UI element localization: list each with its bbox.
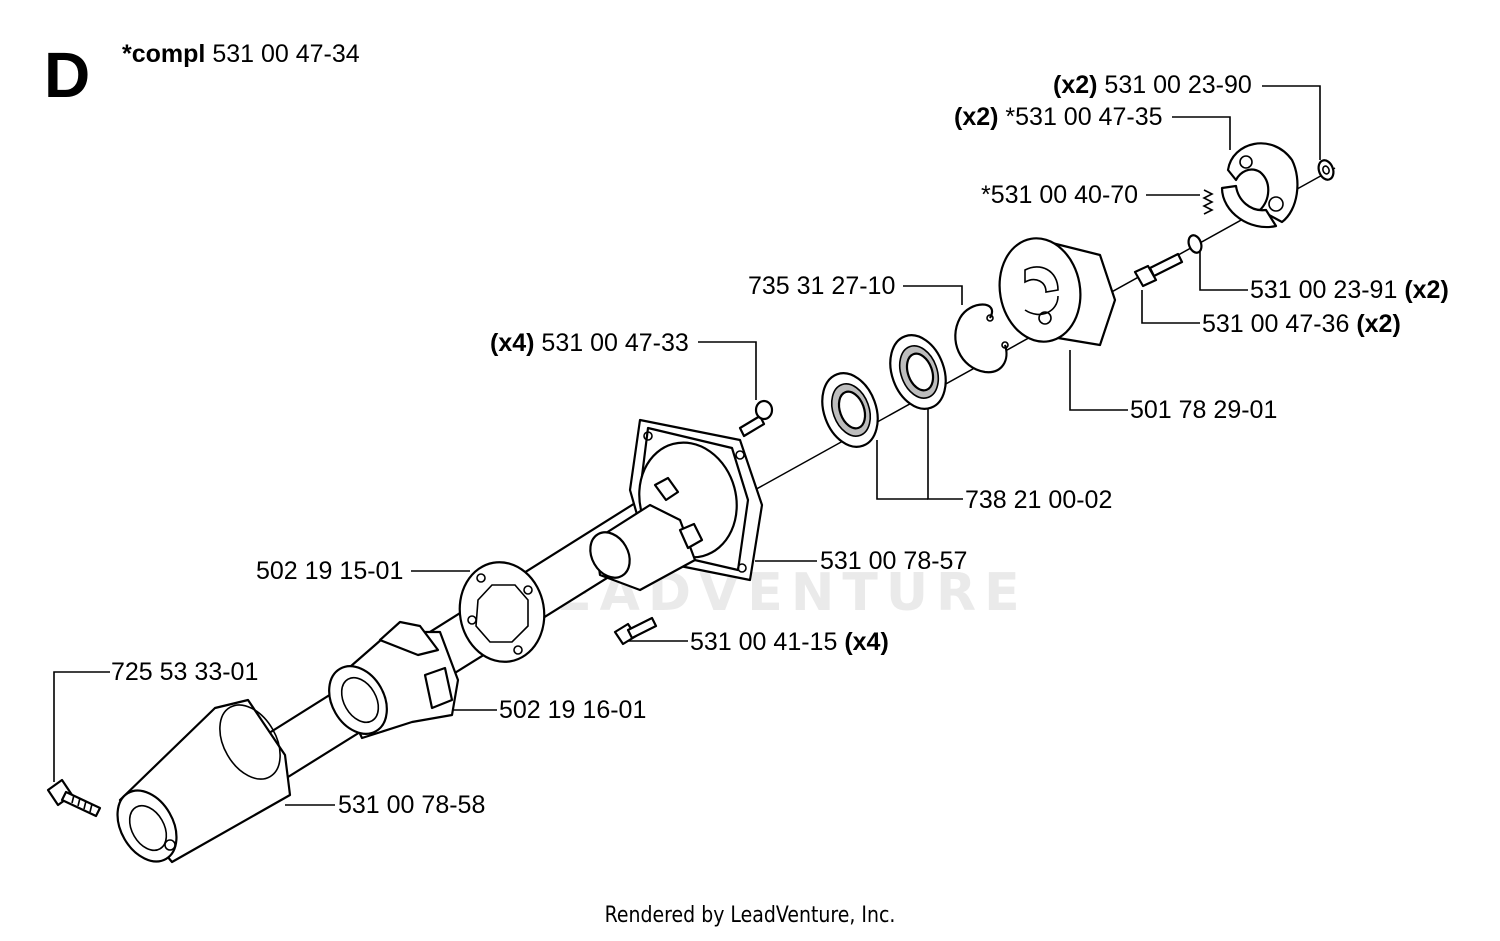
part-label-p8[interactable]: 501 78 29-01 [1130, 396, 1277, 424]
ball-bearing-1 [821, 372, 879, 448]
leader-p6 [1141, 290, 1200, 324]
leader-p4 [903, 285, 963, 305]
ball-bearing-2 [889, 334, 947, 410]
part-qty: (x2) [1356, 310, 1401, 338]
part-label-p2[interactable]: (x2) *531 00 47-35 [954, 103, 1163, 131]
part-number: 531 00 23-91 [1250, 276, 1398, 304]
clutch-shoes-531-00-47-35 [1220, 142, 1299, 229]
part-qty: (x4) [844, 628, 889, 656]
part-label-p5[interactable]: 531 00 23-91 (x2) [1250, 276, 1449, 304]
part-label-p11[interactable]: 502 19 15-01 [256, 557, 403, 585]
leader-p2 [1172, 116, 1231, 150]
clamp-502-19-16-01 [328, 620, 460, 740]
part-label-p14[interactable]: 502 19 16-01 [499, 696, 646, 724]
part-qty: (x2) [1404, 276, 1449, 304]
leader-lines [53, 85, 1321, 806]
part-number: 738 21 00-02 [965, 486, 1113, 514]
spring-531-00-40-70 [1202, 189, 1214, 215]
part-number: 531 00 47-33 [541, 329, 689, 357]
part-label-p15[interactable]: 531 00 78-58 [338, 791, 485, 819]
leader-p9 [927, 405, 963, 500]
leader-p1 [1262, 85, 1321, 160]
circlip-735-31-27-10 [954, 303, 1009, 374]
conical-housing [116, 698, 292, 864]
part-qty: (x2) [954, 103, 999, 131]
washer-531-00-23-91 [1187, 234, 1203, 254]
bolt-531-00-47-36 [1133, 252, 1184, 288]
leader-p7 [698, 341, 757, 400]
part-number: 725 53 33-01 [111, 658, 259, 686]
assembly-number: 531 00 47-34 [212, 40, 360, 68]
bearing-housing-531-00-78-57 [589, 418, 764, 592]
part-qty: (x2) [1053, 71, 1098, 99]
part-label-p9[interactable]: 738 21 00-02 [965, 486, 1112, 514]
part-label-p7[interactable]: (x4) 531 00 47-33 [490, 329, 689, 357]
leader-p8 [1069, 350, 1128, 411]
part-label-p13[interactable]: 725 53 33-01 [111, 658, 258, 686]
part-label-p6[interactable]: 531 00 47-36 (x2) [1202, 310, 1401, 338]
assembly-complete-number: *compl 531 00 47-34 [122, 40, 360, 68]
part-number: 502 19 15-01 [256, 557, 404, 585]
part-label-p1[interactable]: (x2) 531 00 23-90 [1053, 71, 1252, 99]
part-number: 531 00 41-15 [690, 628, 838, 656]
part-number: 502 19 16-01 [499, 696, 647, 724]
part-number: 531 00 78-57 [820, 547, 968, 575]
bolt-725-53-33-01 [46, 778, 102, 818]
assembly-prefix: *compl [122, 40, 206, 68]
screw-531-00-41-15 [613, 616, 658, 646]
gasket-502-19-15-01 [458, 561, 546, 663]
footer-credit: Rendered by LeadVenture, Inc. [604, 903, 896, 928]
part-label-p10[interactable]: 531 00 78-57 [820, 547, 967, 575]
leader-p13 [53, 671, 110, 782]
washer-531-00-23-90 [1317, 159, 1335, 181]
leader-p5 [1199, 252, 1248, 291]
part-label-p3[interactable]: *531 00 40-70 [981, 181, 1138, 209]
section-letter: D [44, 39, 91, 111]
clutch-drum-501-78-29-01 [998, 237, 1117, 347]
screw-531-00-47-33 [738, 399, 774, 438]
part-number: *531 00 47-35 [1005, 103, 1163, 131]
part-number: 735 31 27-10 [748, 272, 896, 300]
part-label-p4[interactable]: 735 31 27-10 [748, 272, 895, 300]
part-number: *531 00 40-70 [981, 181, 1139, 209]
part-qty: (x4) [490, 329, 535, 357]
part-label-p12[interactable]: 531 00 41-15 (x4) [690, 628, 889, 656]
part-number: 531 00 23-90 [1104, 71, 1252, 99]
part-number: 531 00 47-36 [1202, 310, 1350, 338]
part-number: 501 78 29-01 [1130, 396, 1278, 424]
part-number: 531 00 78-58 [338, 791, 486, 819]
leader-p9b [876, 440, 928, 500]
